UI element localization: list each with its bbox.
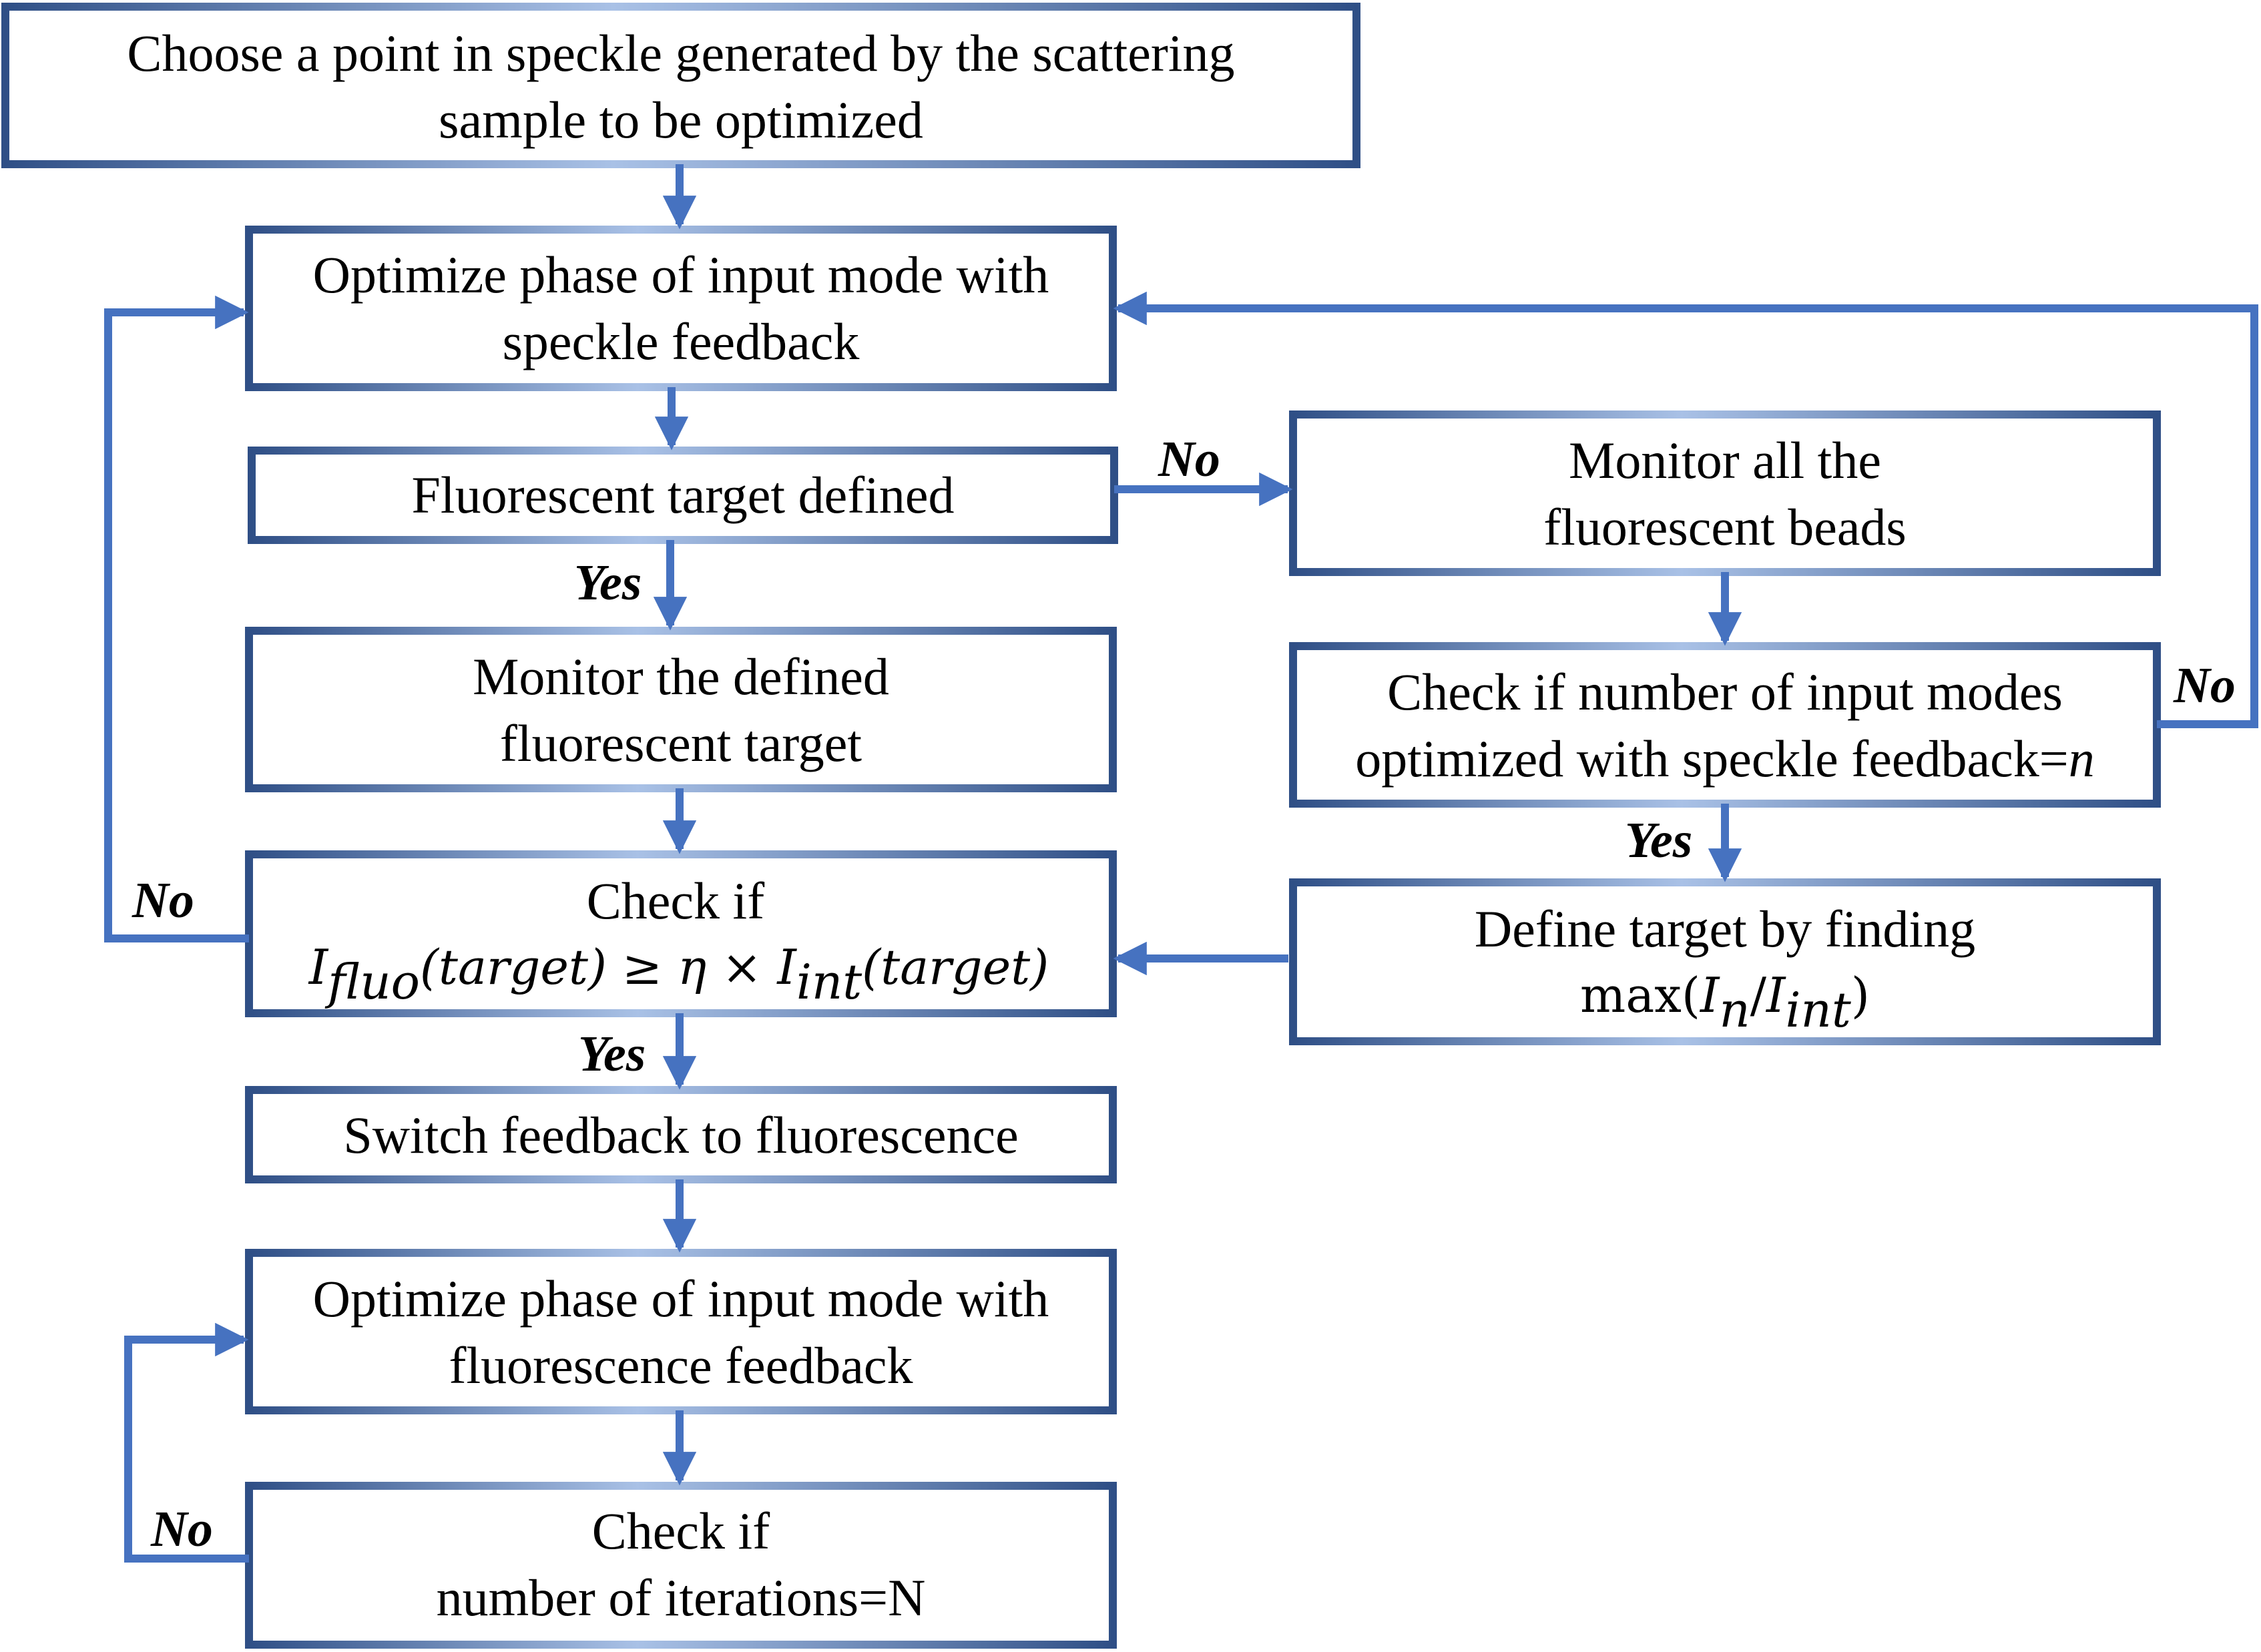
formula-times: × bbox=[706, 939, 777, 995]
box-target-defined: Fluorescent target defined bbox=[248, 447, 1118, 544]
threshold-formula: Ifluo(target) ≥ η × Iint(target) bbox=[308, 939, 1049, 1010]
formula-sub-n: n bbox=[1719, 982, 1750, 1038]
formula-close: ) bbox=[1851, 967, 1870, 1023]
box-optimize-fluo-line2: fluorescence feedback bbox=[449, 1336, 913, 1394]
label-no-iterations: No bbox=[150, 1501, 213, 1557]
label-no-target: No bbox=[1158, 431, 1220, 487]
box-target-defined-line1: Fluorescent target defined bbox=[412, 466, 955, 524]
label-yes-threshold: Yes bbox=[578, 1026, 646, 1082]
formula-arg-2: (target) bbox=[862, 939, 1049, 995]
formula-geq: ≥ bbox=[607, 939, 678, 995]
box-switch-feedback-line1: Switch feedback to fluorescence bbox=[343, 1106, 1018, 1164]
box-optimize-fluo-line1: Optimize phase of input mode with bbox=[313, 1270, 1049, 1328]
box-choose-point: Choose a point in speckle generated by t… bbox=[1, 3, 1360, 168]
formula-i-fluo: I bbox=[308, 939, 329, 995]
box-define-target-line1: Define target by finding bbox=[1475, 900, 1975, 958]
box-monitor-all-line2: fluorescent beads bbox=[1543, 498, 1907, 556]
label-no-left: No bbox=[132, 872, 194, 928]
box-switch-feedback: Switch feedback to fluorescence bbox=[245, 1086, 1117, 1183]
loop-modes-no bbox=[1113, 291, 2258, 728]
box-optimize-speckle-line1: Optimize phase of input mode with bbox=[313, 246, 1049, 304]
box-check-iterations-line2: number of iterations=N bbox=[437, 1569, 926, 1627]
define-target-formula: max(In/Iint) bbox=[1580, 967, 1870, 1038]
box-monitor-all-line1: Monitor all the bbox=[1569, 431, 1881, 489]
formula-sub-int-2: int bbox=[1786, 982, 1852, 1038]
formula-i-n: I bbox=[1699, 967, 1720, 1023]
formula-slash: / bbox=[1750, 967, 1767, 1023]
label-yes-target: Yes bbox=[574, 555, 642, 611]
label-yes-modes: Yes bbox=[1625, 812, 1692, 868]
check-modes-var: n bbox=[2069, 730, 2095, 788]
loop-iterations-no bbox=[124, 1322, 249, 1563]
formula-max: max( bbox=[1580, 967, 1700, 1023]
box-optimize-fluo: Optimize phase of input mode with fluore… bbox=[245, 1249, 1117, 1414]
box-define-target: Define target by finding max(In/Iint) bbox=[1289, 878, 2161, 1045]
box-monitor-target-line2: fluorescent target bbox=[500, 714, 862, 772]
label-no-modes: No bbox=[2173, 657, 2236, 714]
box-check-iterations-line1: Check if bbox=[592, 1502, 770, 1560]
box-check-modes: Check if number of input modes optimized… bbox=[1289, 642, 2161, 808]
box-choose-point-line2: sample to be optimized bbox=[439, 91, 923, 149]
box-optimize-speckle-line2: speckle feedback bbox=[503, 312, 860, 370]
box-check-modes-line1: Check if number of input modes bbox=[1387, 663, 2063, 721]
formula-i-int-2: I bbox=[1765, 967, 1786, 1023]
box-monitor-all: Monitor all the fluorescent beads bbox=[1289, 410, 2161, 576]
box-optimize-speckle: Optimize phase of input mode with speckl… bbox=[245, 226, 1117, 391]
box-monitor-target: Monitor the defined fluorescent target bbox=[245, 627, 1117, 792]
box-check-threshold: Check if Ifluo(target) ≥ η × Iint(target… bbox=[245, 850, 1117, 1017]
formula-arg-1: (target) bbox=[420, 939, 607, 995]
box-check-modes-line2: optimized with speckle feedback=n bbox=[1355, 730, 2094, 788]
box-check-iterations: Check if number of iterations=N bbox=[245, 1482, 1117, 1649]
loop-threshold-no bbox=[104, 295, 249, 942]
formula-i-int: I bbox=[776, 939, 797, 995]
formula-sub-fluo: fluo bbox=[324, 954, 420, 1010]
formula-eta: η bbox=[678, 939, 706, 995]
box-choose-point-line1: Choose a point in speckle generated by t… bbox=[127, 24, 1234, 82]
formula-sub-int: int bbox=[796, 954, 862, 1010]
box-check-threshold-line1: Check if bbox=[587, 872, 764, 930]
check-modes-prefix: optimized with speckle feedback= bbox=[1355, 730, 2068, 788]
box-monitor-target-line1: Monitor the defined bbox=[473, 647, 889, 706]
